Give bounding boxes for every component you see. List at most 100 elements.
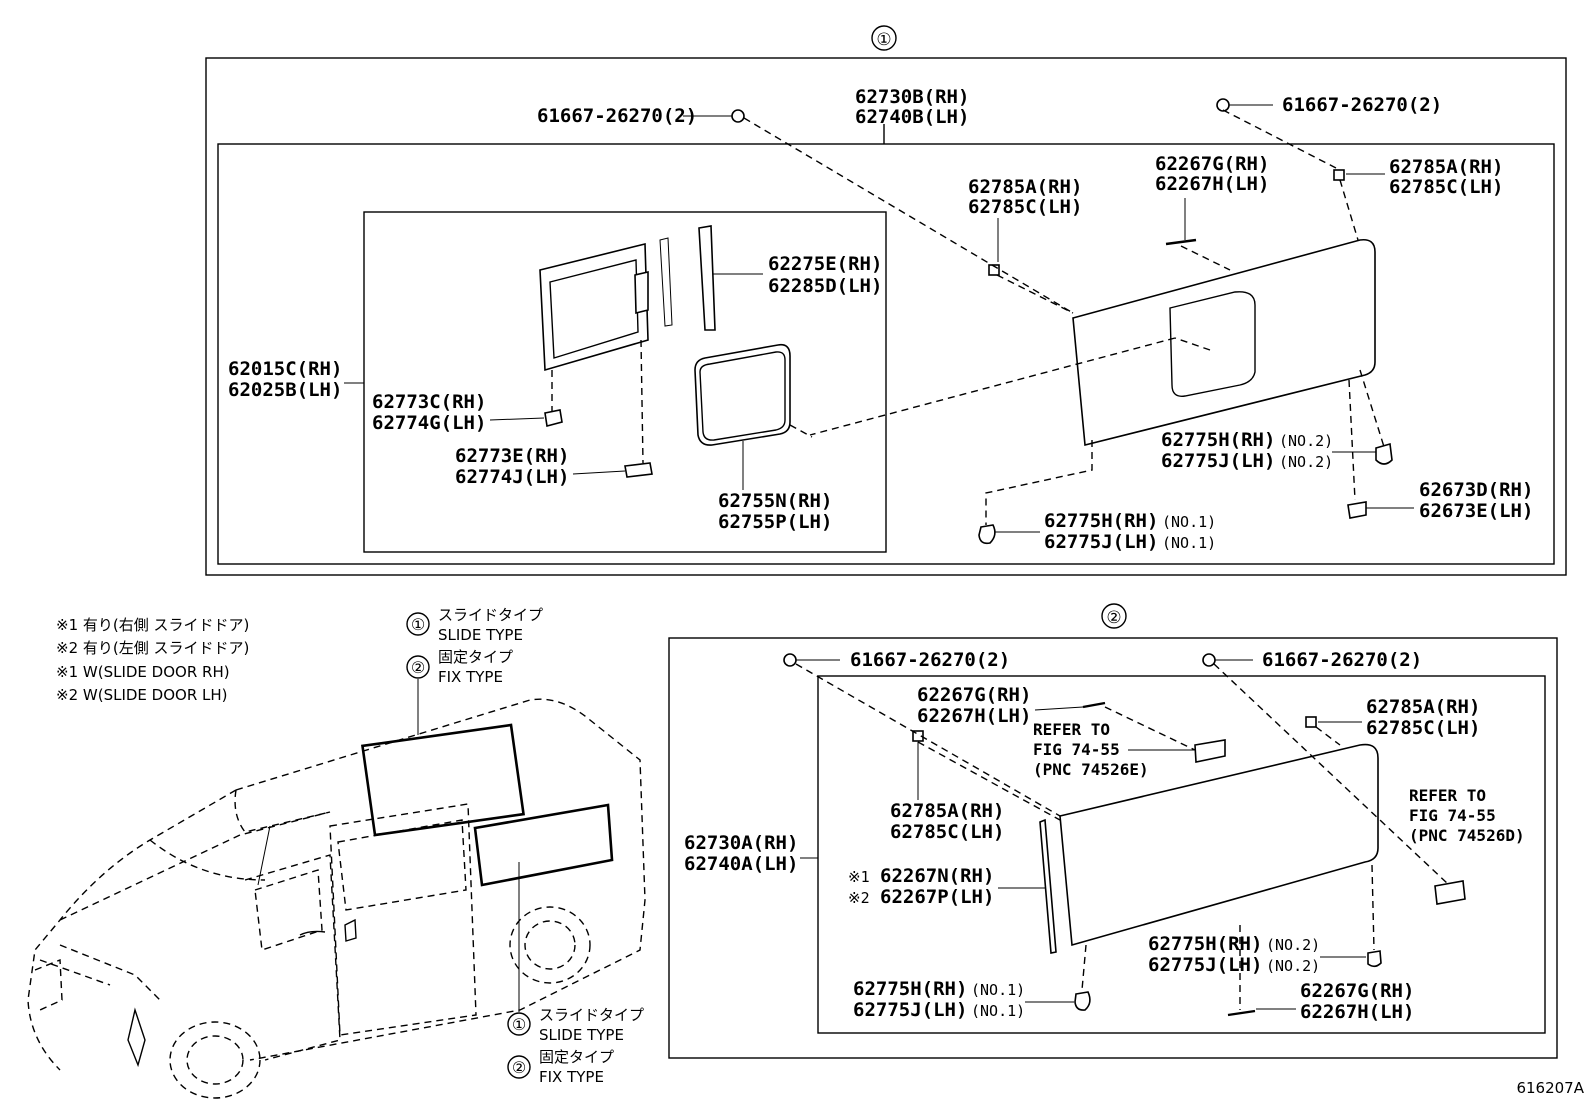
- section-2: ② 61667-26270(2) 61667-26270(2) 62267G(R…: [668, 603, 1558, 1059]
- stopper: [1347, 501, 1367, 519]
- label2-clip-left: 61667-26270(2): [850, 649, 1010, 671]
- slide-window-frame: [539, 242, 649, 372]
- label-assy-lh: 62025B(LH): [228, 379, 342, 401]
- cushion-no2: [1375, 442, 1393, 465]
- legend-line-3: ※1 W(SLIDE DOOR RH): [56, 663, 230, 681]
- label-cushion-no2-tag-rh: (NO.2): [1279, 432, 1333, 450]
- label2-mold-bot-lh: 62267H(LH): [1300, 1001, 1414, 1023]
- type2-en-lower: FIX TYPE: [539, 1068, 604, 1086]
- label2-cushion-no1-tag-rh: (NO.1): [971, 981, 1025, 999]
- refer-part-1: [1194, 739, 1226, 763]
- molding2-top: [1082, 701, 1106, 709]
- type1-jp: スライドタイプ: [438, 606, 543, 624]
- label2-clip-right: 61667-26270(2): [1262, 649, 1422, 671]
- label2-pad-right-lh: 62785C(LH): [1366, 717, 1480, 739]
- van-illustration: [27, 698, 646, 1099]
- label-assy-rh: 62015C(RH): [228, 358, 342, 380]
- clip2-right: [1202, 653, 1216, 667]
- label2-mold-bot-rh: 62267G(RH): [1300, 980, 1414, 1002]
- cushion2-no2: [1367, 950, 1382, 968]
- label2-cushion-no2-tag-rh: (NO.2): [1266, 936, 1320, 954]
- type1-en-lower: SLIDE TYPE: [539, 1026, 624, 1044]
- label-bracket2-rh: 62773E(RH): [455, 445, 569, 467]
- label-cushion-no1-lh: 62775J(LH): [1044, 531, 1158, 553]
- label-slide-rh: 62275E(RH): [768, 253, 882, 275]
- type1-jp-lower: スライドタイプ: [539, 1006, 644, 1024]
- fix-window-highlight: [473, 803, 614, 887]
- pad-right: [1333, 169, 1345, 181]
- refer2-line-b: FIG 74-55: [1409, 806, 1496, 825]
- refer-part-2: [1434, 880, 1466, 905]
- label-pad-mid-rh: 62785A(RH): [968, 176, 1082, 198]
- bracket-2: [624, 462, 653, 478]
- label2-cushion-no2-lh: 62775J(LH): [1148, 954, 1262, 976]
- slide-window-opening: [1169, 291, 1256, 397]
- label-mold-lh: 62267H(LH): [1155, 173, 1269, 195]
- refer1-line-a: REFER TO: [1033, 720, 1110, 739]
- label-cushion-no2-rh: 62775H(RH): [1161, 429, 1275, 451]
- label2-pad-right-rh: 62785A(RH): [1366, 696, 1480, 718]
- legend: ※1 有り(右側 スライドドア) ※2 有り(左側 スライドドア) ※1 W(S…: [56, 606, 644, 1086]
- headlight: [59, 944, 161, 1001]
- label-cushion-no2-tag-lh: (NO.2): [1279, 453, 1333, 471]
- molding2-bottom: [1227, 1009, 1256, 1017]
- section-1: ①: [205, 25, 1567, 576]
- label-clip-left: 61667-26270(2): [537, 105, 697, 127]
- side-window-glass: [1072, 238, 1376, 447]
- label-clip-right: 61667-26270(2): [1282, 94, 1442, 116]
- type2-marker-lower: ②: [512, 1058, 526, 1077]
- label2-mold-top-lh: 62267H(LH): [917, 705, 1031, 727]
- type2-jp-lower: 固定タイプ: [539, 1048, 614, 1066]
- label2-cushion-no1-rh: 62775H(RH): [853, 978, 967, 1000]
- window-assembly-frame: [363, 211, 887, 553]
- label-bracket1-lh: 62774G(LH): [372, 412, 486, 434]
- cushion2-no1: [1074, 991, 1091, 1011]
- refer1-line-c: (PNC 74526E): [1033, 760, 1149, 779]
- fix-window-glass: [1059, 743, 1379, 947]
- label-pad-right-lh: 62785C(LH): [1389, 176, 1503, 198]
- cushion-no1: [978, 524, 996, 545]
- label-slide-lh: 62285D(LH): [768, 275, 882, 297]
- label-cushion-no1-tag-rh: (NO.1): [1162, 513, 1216, 531]
- refer2-line-c: (PNC 74526D): [1409, 826, 1525, 845]
- label2-pad-left-rh: 62785A(RH): [890, 800, 1004, 822]
- label2-mold-top-rh: 62267G(RH): [917, 684, 1031, 706]
- label-seal-rh: 62755N(RH): [718, 490, 832, 512]
- rear-wheel: [509, 906, 591, 984]
- type2-marker: ②: [411, 658, 425, 677]
- section-1-frame: [205, 57, 1567, 576]
- label-pad-right-rh: 62785A(RH): [1389, 156, 1503, 178]
- type1-marker-lower: ①: [512, 1015, 526, 1034]
- front-wheel: [169, 1021, 261, 1099]
- rail-wire: [659, 237, 673, 327]
- type1-marker: ①: [411, 615, 425, 634]
- legend-line-2: ※2 有り(左側 スライドドア): [56, 639, 249, 657]
- section-2-inner-frame: [817, 675, 1546, 1034]
- label-panel-rh: 62730B(RH): [855, 86, 969, 108]
- label2-panel-lh: 62740A(LH): [684, 853, 798, 875]
- label-cushion-no1-rh: 62775H(RH): [1044, 510, 1158, 532]
- clip-right: [1216, 98, 1230, 112]
- pad2-right: [1305, 716, 1317, 728]
- clip2-left: [783, 653, 797, 667]
- label-seal-lh: 62755P(LH): [718, 511, 832, 533]
- pad2-left: [912, 730, 924, 742]
- legend-line-1: ※1 有り(右側 スライドドア): [56, 616, 249, 634]
- figure-id: 616207A: [1516, 1079, 1584, 1097]
- section-1-inner-frame: [217, 143, 1555, 565]
- label-cushion-no2-lh: 62775J(LH): [1161, 450, 1275, 472]
- label2-strip-lh: 62267P(LH): [880, 886, 994, 908]
- refer1-line-b: FIG 74-55: [1033, 740, 1120, 759]
- label2-cushion-no2-rh: 62775H(RH): [1148, 933, 1262, 955]
- clip-left: [731, 109, 745, 123]
- bracket-1: [544, 409, 563, 428]
- label-pad-mid-lh: 62785C(LH): [968, 196, 1082, 218]
- section-1-marker: ①: [876, 30, 891, 50]
- slide-door: [329, 803, 477, 1036]
- label-stopper-lh: 62673E(LH): [1419, 500, 1533, 522]
- label2-cushion-no2-tag-lh: (NO.2): [1266, 957, 1320, 975]
- label-mold-rh: 62267G(RH): [1155, 153, 1269, 175]
- section-2-marker: ②: [1106, 608, 1121, 628]
- label2-cushion-no1-tag-lh: (NO.1): [971, 1002, 1025, 1020]
